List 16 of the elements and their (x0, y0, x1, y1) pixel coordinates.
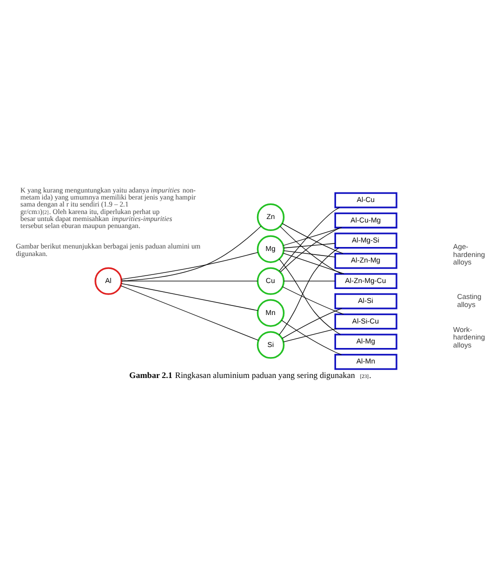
connector (120, 284, 259, 340)
connector (284, 280, 336, 281)
connector (284, 250, 336, 257)
connector (282, 222, 344, 254)
connector (278, 206, 340, 271)
connector (281, 319, 342, 355)
connector (284, 242, 336, 248)
connector (282, 308, 342, 338)
connector (121, 225, 262, 281)
connector (121, 252, 258, 280)
connector (282, 252, 344, 274)
connector (121, 282, 258, 310)
connector (283, 328, 337, 342)
connector (282, 286, 344, 314)
connector (121, 280, 258, 281)
connector (282, 226, 342, 246)
